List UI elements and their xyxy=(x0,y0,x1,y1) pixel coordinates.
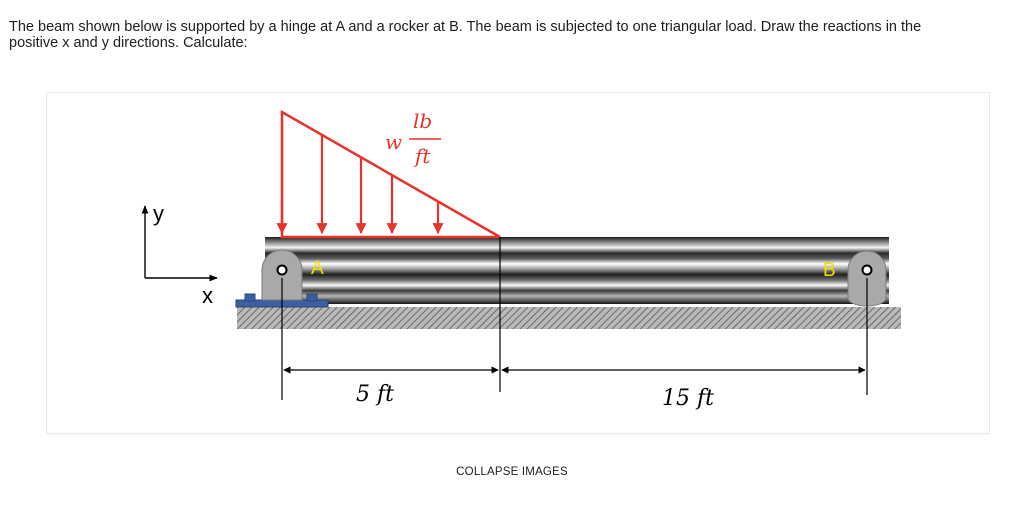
beam xyxy=(265,237,889,304)
support-a-label: A xyxy=(311,258,324,279)
hinge-a-pin xyxy=(276,264,288,276)
question-text: The beam shown below is supported by a h… xyxy=(9,19,999,51)
question-line-2: positive x and y directions. Calculate: xyxy=(9,35,248,51)
load-label-w: w xyxy=(385,130,402,154)
coordinate-axes xyxy=(141,205,218,282)
axis-x-label: x xyxy=(202,283,213,308)
load-label-denominator: ft xyxy=(413,144,431,168)
question-line-1: The beam shown below is supported by a h… xyxy=(9,19,922,35)
ground-hatch xyxy=(237,307,901,329)
dimension-lines xyxy=(281,237,868,400)
axis-y-label: y xyxy=(153,201,164,226)
hinge-a-bolt-right xyxy=(306,293,318,302)
collapse-images-label: COLLAPSE IMAGES xyxy=(456,466,568,478)
support-b-label: B xyxy=(823,260,836,281)
dimension-label-5ft: 5 ft xyxy=(356,382,394,407)
hinge-a-bolt-left xyxy=(244,293,256,302)
triangular-load xyxy=(276,109,501,239)
collapse-images-button[interactable]: COLLAPSE IMAGES xyxy=(0,466,1024,478)
load-label-numerator: lb xyxy=(413,109,432,133)
rocker-b-pin xyxy=(861,264,873,276)
dimension-label-15ft: 15 ft xyxy=(662,386,714,411)
